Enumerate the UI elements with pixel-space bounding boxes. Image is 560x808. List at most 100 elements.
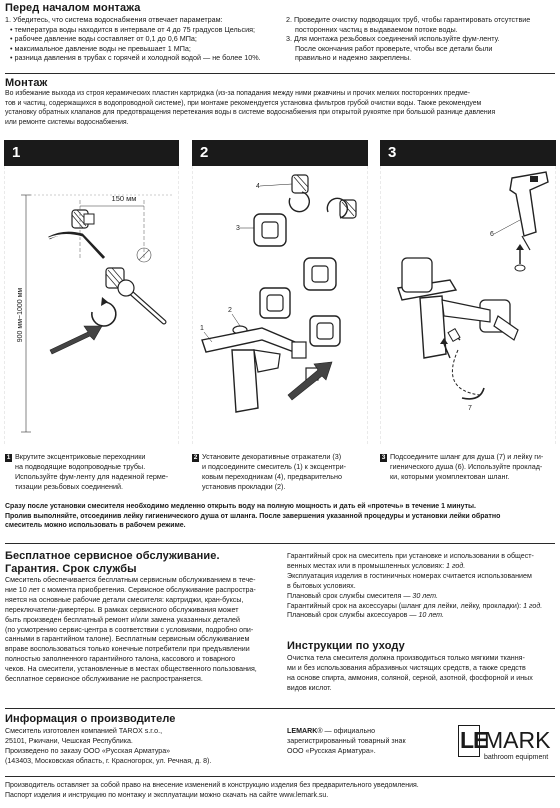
warranty-line: в бытовых условиях. [287,582,557,592]
decorative-reflector-icon [253,213,287,247]
step-2-panel: 2 [192,140,368,446]
before-right-list: 2. Проведите очистку подводящих труб, чт… [286,15,556,63]
warranty-text: Плановый срок службы аксессуаров — [287,611,419,620]
decorative-reflector-icon [303,257,337,291]
care-line: на основе спирта, аммония, соляной, серн… [287,673,533,682]
step-3-badge: 3 [380,454,387,462]
caption-line: Используйте фум-ленту для надежной герме… [15,471,169,481]
step-2-number: 2 [200,144,209,161]
warranty-value: 10 лет. [418,611,444,620]
warranty-value: 1 год. [446,561,466,570]
warranty-text: Плановый срок службы смесителя — [287,591,413,600]
before-title: Перед началом монтажа [5,2,141,14]
brand-line: LEMARK® — официально [287,727,452,737]
montage-paragraph: Во избежание выхода из строя керамически… [5,89,557,127]
label-2: 2 [228,307,232,314]
care-line: ми и без использования абразивных чистящ… [287,663,526,672]
eccentric-adapter-icon [291,174,309,194]
mixer-body-icon [397,257,519,359]
rotate-arrow-icon [91,297,117,327]
service-line: няется на основные рабочие детали смесит… [5,595,244,604]
lemark-logo: LE MARK bathroom equipment [458,725,551,765]
service-line: (по усмотрению сервис-центра в соответст… [5,625,254,634]
step-1-illustration: 150 мм 900 мм~1000 мм [4,166,179,446]
logo-mark: MARK [484,727,551,753]
caption-line: Установите декоративные отражатели (3) [202,452,342,461]
warning-paragraph: Сразу после установки смесителя необходи… [5,502,557,531]
before-left-line: 1. Убедитесь, что система водоснабжения … [5,15,223,24]
warning-line: Сразу после установки смесителя необходи… [5,503,476,510]
care-line: видов кислот. [287,683,332,692]
before-left-line: • температура воды находится в интервале… [10,24,255,34]
wrench-icon [117,279,167,325]
mixer-body-icon [201,327,319,413]
brand-name: LEMARK [287,727,318,735]
service-line: полностью заполненного гарантийного тало… [5,655,236,664]
service-title-2: Гарантия. Срок службы [5,563,137,575]
service-line: переключатели-дивертеры. В рамках сервис… [5,605,239,614]
before-left-line: • максимальное давление воды не превышае… [10,43,191,53]
warning-line: смеситель можно использовать в рабочем р… [5,522,186,530]
label-1: 1 [200,325,204,332]
step-2-badge: 2 [192,454,199,462]
montage-line: Во избежание выхода из строя керамически… [5,90,470,97]
montage-line: или ремонте системы водоснабжения. [5,118,129,126]
step-2-illustration: 4 3 2 1 [192,166,368,446]
caption-line: на подводящие водопроводные трубы. [15,462,146,471]
shower-hose-icon [447,327,485,400]
service-paragraph: Смеситель обеспечивается бесплатным серв… [5,576,283,685]
warranty-line: Гарантийный срок на смеситель при устано… [287,552,557,562]
warranty-line: Плановый срок службы аксессуаров — 10 ле… [287,611,557,621]
brand-line: зарегистрированный товарный знак [287,736,406,745]
caption-line: Вкрутите эксцентриковые переходники [15,452,146,461]
label-6: 6 [490,231,494,238]
service-line: бесплатное сервисное обслуживание не рас… [5,675,203,684]
warranty-text: в бытовых условиях. [287,581,356,590]
dim-height: 900 мм~1000 мм [17,288,24,343]
warranty-line: венных местах или в промышленных условия… [287,562,557,572]
step-3-number: 3 [388,144,397,161]
footer-line: Производитель оставляет за собой право н… [5,782,419,789]
before-right-line: правильно и надежно закреплены. [295,53,412,63]
brand-text: ® — официально [317,727,376,735]
direction-arrow-icon [49,325,103,355]
montage-title: Монтаж [5,77,48,89]
brand-line: ООО «Русская Арматура». [287,746,376,755]
service-line: чеков. На смесители, установленные в мес… [5,665,257,674]
warranty-text: Эксплуатация изделия в гостиничных номер… [287,571,532,580]
service-line: быть произведен бесплатный ремонт и/или … [5,615,240,624]
decorative-reflector-icon [259,287,291,319]
dim-150: 150 мм [112,194,137,203]
divider [5,708,555,709]
before-right-line: После окончания работ проверьте, чтобы в… [295,43,493,53]
maker-line: (143403, Московская область, г. Красного… [5,756,212,765]
label-4: 4 [256,183,260,190]
warranty-line: Гарантийный срок на аксессуары (шланг дл… [287,602,557,612]
warranty-value: 30 лет. [412,591,438,600]
step-3-panel: 3 6 7 [380,140,556,446]
footer: Производитель оставляет за собой право н… [5,781,557,800]
service-title-1: Бесплатное сервисное обслуживание. [5,550,220,562]
hygienic-shower-icon [509,171,549,251]
maker-line: 25101, Ржичани, Чешская Республика. [5,736,133,745]
care-line: Очистка тела смесителя должна производит… [287,654,525,662]
decorative-reflector-icon [309,315,341,347]
care-paragraph: Очистка тела смесителя должна производит… [287,654,557,694]
before-left-line: • разница давления в трубах с горячей и … [10,53,261,63]
service-line: Смеситель обеспечивается бесплатным серв… [5,576,256,584]
before-left-list: 1. Убедитесь, что система водоснабжения … [5,15,280,63]
before-left-line: • рабочее давление воды составляет от 0,… [10,34,197,44]
warning-line: Пролив выполняйте, отсоединив лейку гиги… [5,512,501,520]
brand-paragraph: LEMARK® — официально зарегистрированный … [287,727,452,757]
footer-line: Паспорт изделия и инструкцию по монтажу … [5,791,329,799]
warranty-text: Гарантийный срок на смеситель при устано… [287,552,534,560]
label-7: 7 [468,405,472,412]
caption-line: тизации резьбовых соединений. [15,481,123,491]
maker-line: Произведено по заказу ООО «Русская Армат… [5,746,171,755]
divider [5,73,555,74]
step-3-header: 3 [380,140,556,166]
caption-line: гиенического душа (6). Используйте прокл… [390,462,543,471]
